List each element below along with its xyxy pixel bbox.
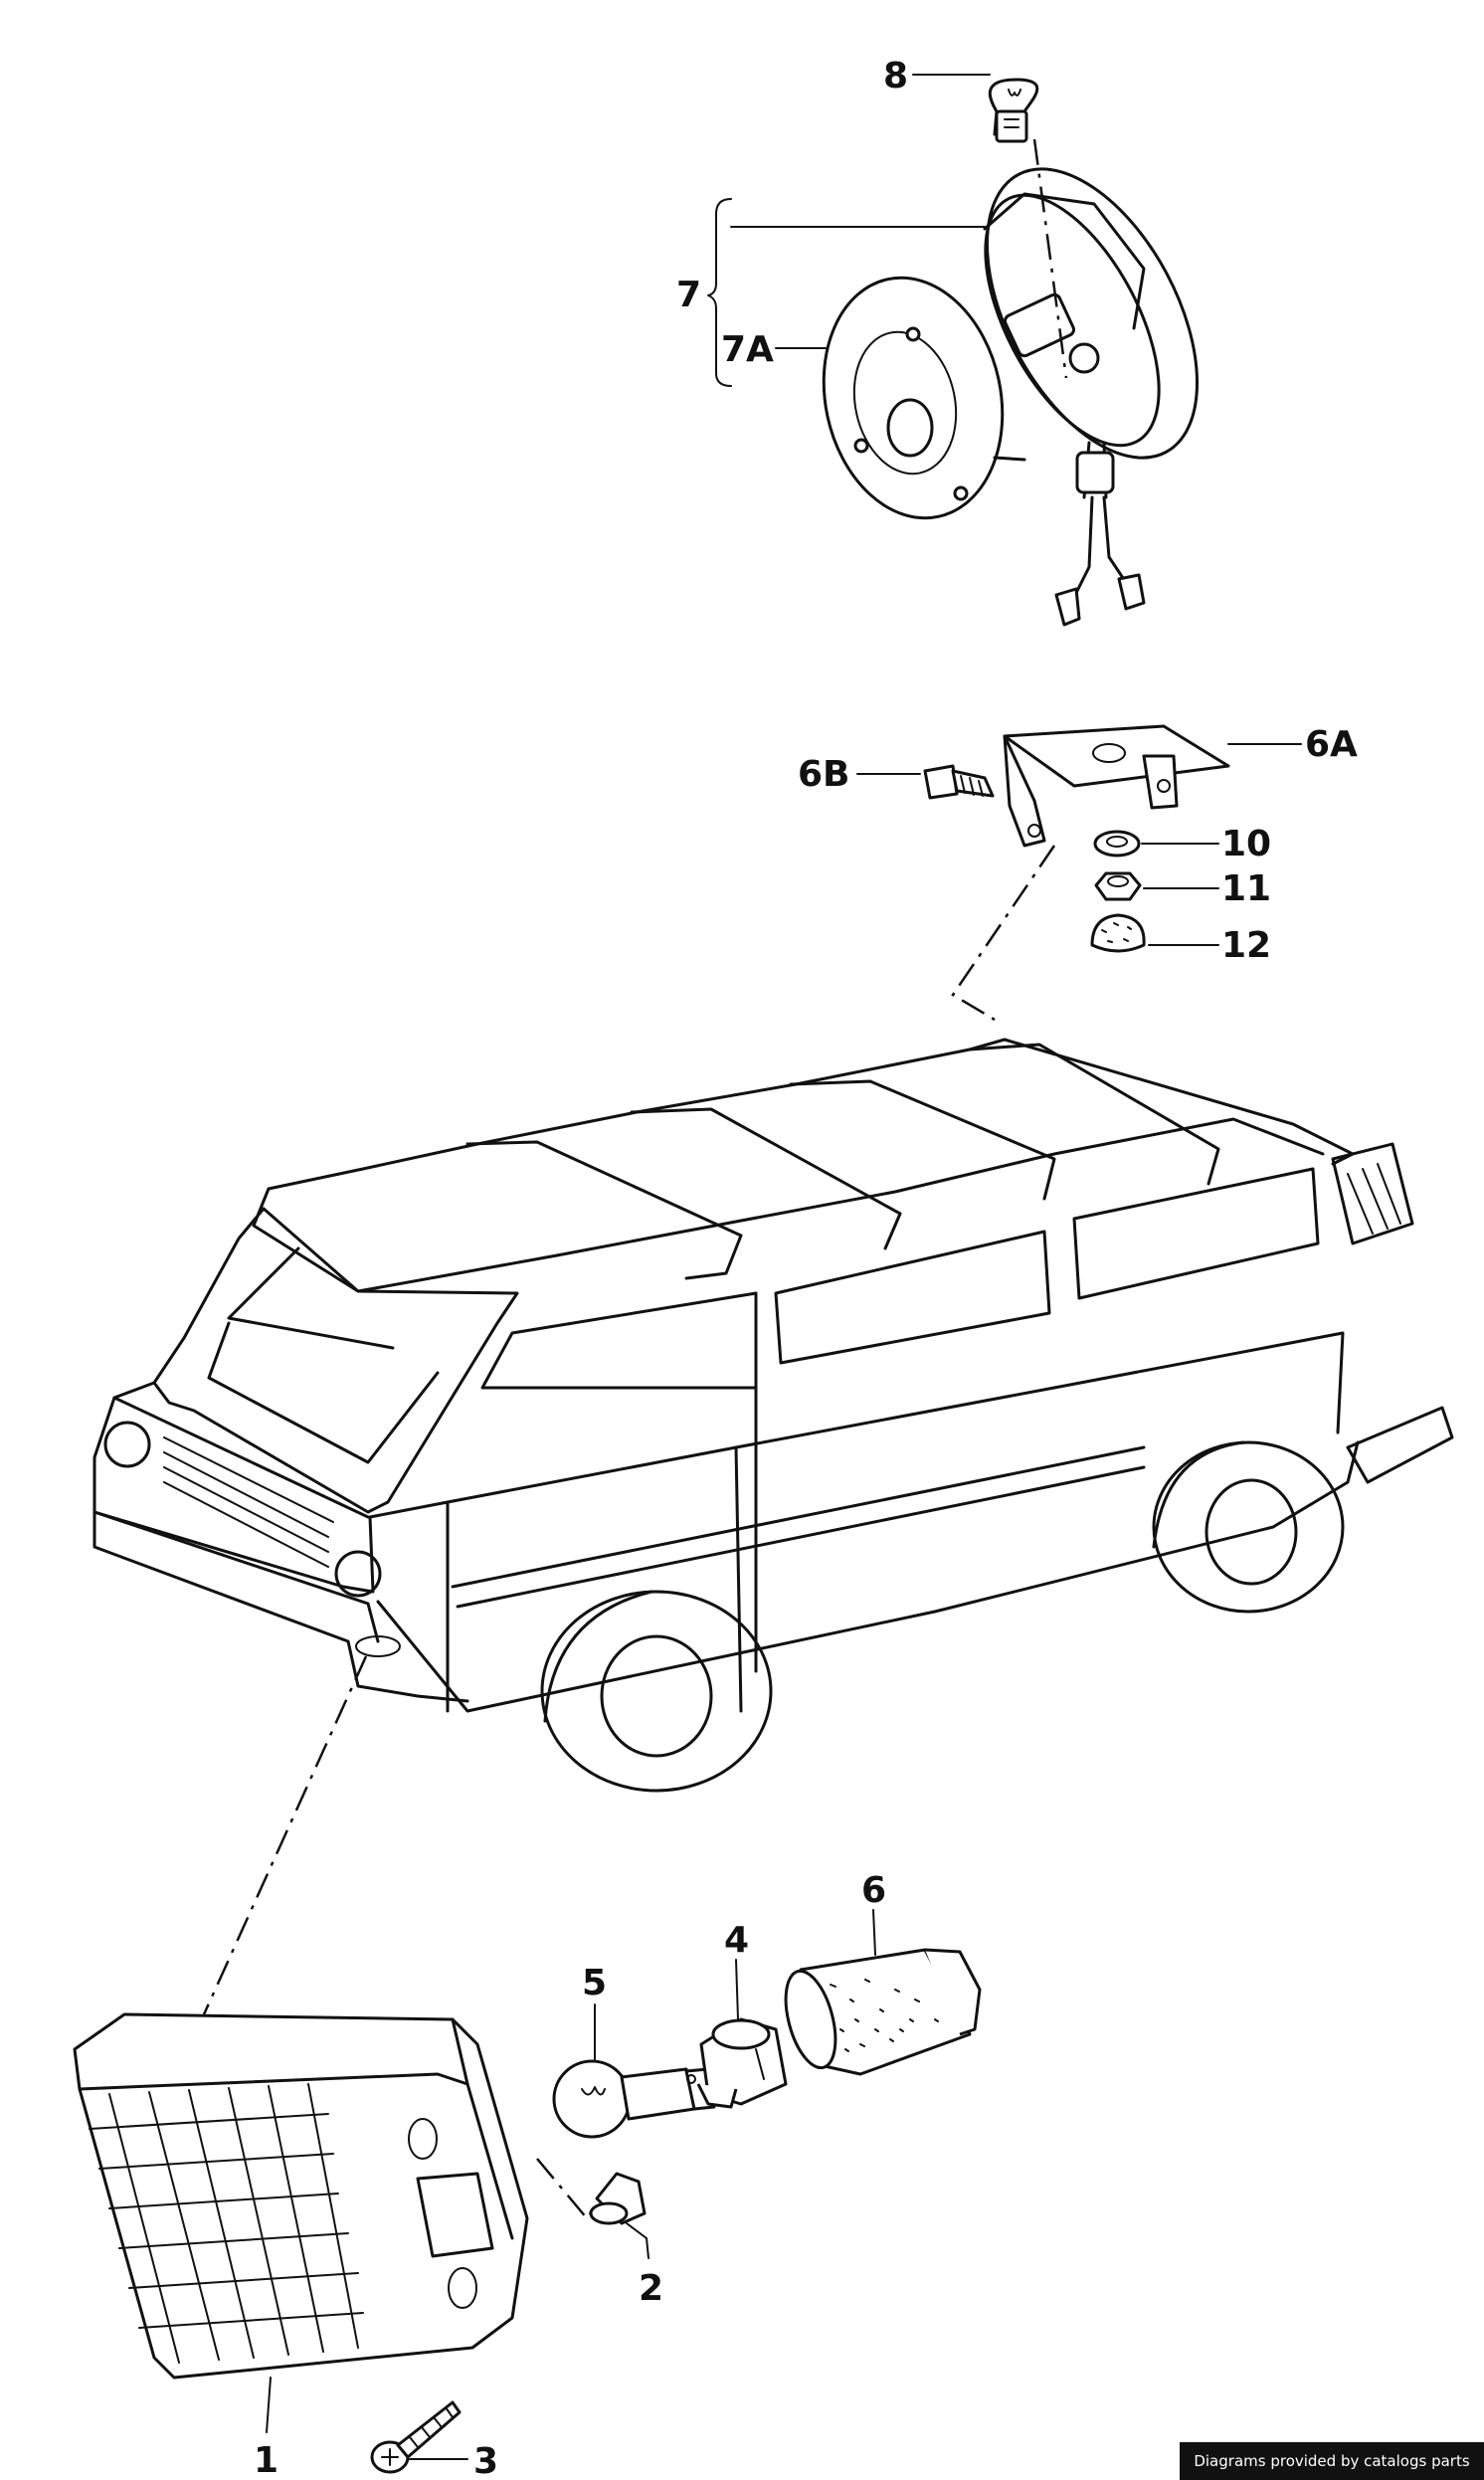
part-12-cap [1090, 913, 1146, 953]
part-6A-bracket [1003, 724, 1230, 848]
link-lamp-to-clip [536, 2158, 599, 2221]
part-11-nut [1094, 871, 1142, 901]
part-2-clip [589, 2172, 647, 2225]
label-3: 3 [473, 2441, 498, 2480]
link-top-to-van [951, 845, 1056, 1022]
label-7A: 7A [721, 329, 774, 370]
label-10: 10 [1221, 824, 1271, 864]
leader-2 [626, 2222, 649, 2259]
bracket-7 [707, 198, 732, 387]
link-van-to-lamp [202, 1655, 368, 2015]
label-12: 12 [1221, 925, 1271, 966]
label-1: 1 [254, 2440, 278, 2480]
part-6B-screw [923, 764, 995, 800]
label-2: 2 [639, 2268, 663, 2309]
label-6B: 6B [798, 754, 850, 795]
leader-4 [735, 1959, 739, 2020]
credit-banner: Diagrams provided by catalogs parts [1180, 2442, 1484, 2480]
van-illustration [93, 1038, 1454, 1793]
part-7A-lens [822, 276, 1026, 520]
label-6A: 6A [1305, 724, 1358, 765]
label-11: 11 [1221, 868, 1271, 909]
part-1-lamp-lens [73, 2012, 529, 2380]
part-5-bulb [552, 2059, 716, 2139]
part-7-lamp-housing [983, 138, 1200, 627]
leader-6 [872, 1909, 876, 1956]
label-6: 6 [861, 1870, 886, 1911]
label-4: 4 [724, 1920, 749, 1961]
part-8-bulb [988, 78, 1039, 143]
label-5: 5 [582, 1963, 607, 2003]
label-7: 7 [676, 275, 701, 315]
label-8: 8 [883, 56, 908, 96]
part-3-screw [370, 2400, 462, 2474]
part-10-washer [1093, 830, 1141, 858]
leader-1 [266, 2377, 272, 2433]
part-6-lamp-cover [784, 1948, 982, 2076]
part-4-bulb-holder [696, 2017, 788, 2109]
